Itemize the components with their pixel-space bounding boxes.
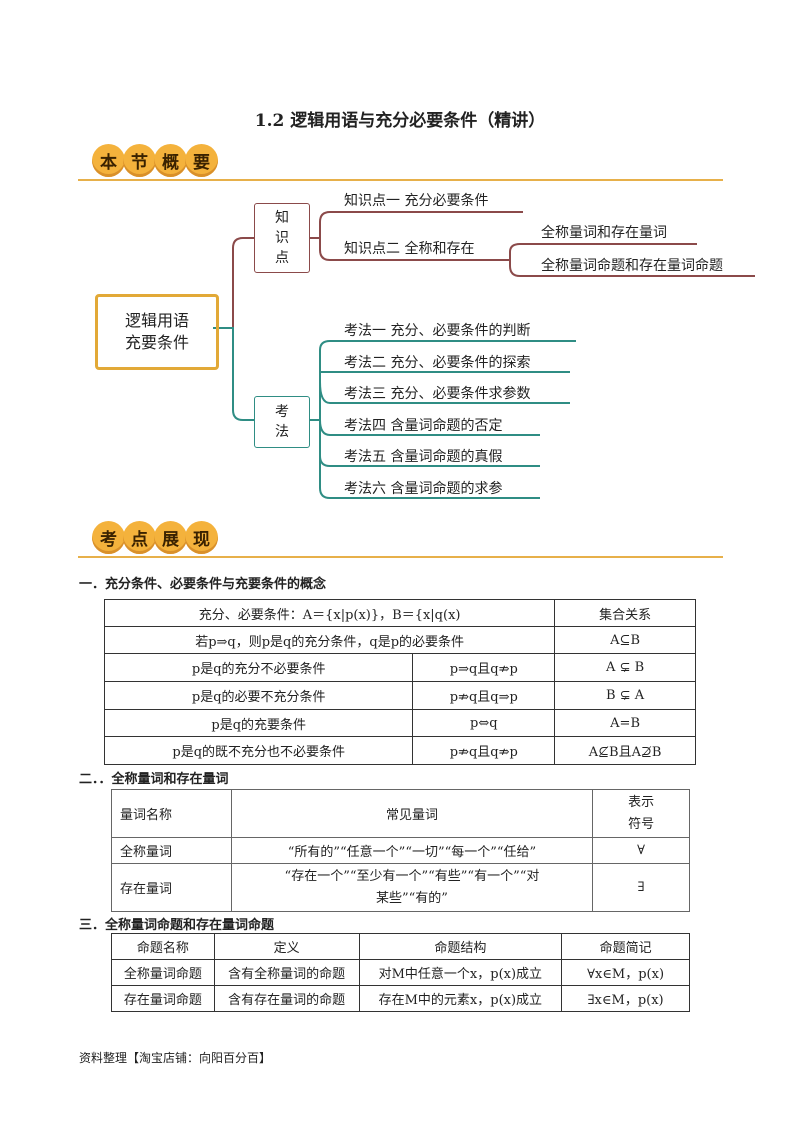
table-row: 命题名称 定义 命题结构 命题简记 [111, 933, 690, 960]
table-cell: 存在量词命题 [111, 985, 215, 1012]
banner-rule [78, 179, 723, 181]
footer-note: 资料整理【淘宝店铺：向阳百分百】 [79, 1051, 272, 1065]
table-header-cell: 命题结构 [358, 933, 563, 960]
table-header-cell: 命题简记 [561, 933, 690, 960]
table-cell: p是q的必要不充分条件 [103, 681, 414, 710]
table-cell: A⊈B且A⊉B [554, 736, 696, 765]
table-row: 存在量词命题 含有存在量词的命题 存在M中的元素x，p(x)成立 ∃x∈M，p(… [111, 985, 690, 1012]
knowledge-node: 知 识 点 [254, 203, 310, 273]
table-header-cell: 定义 [213, 933, 360, 960]
table-cell: p⇔q [412, 709, 556, 737]
table-cell: 若p⇒q，则p是q的充分条件，q是p的必要条件 [103, 626, 556, 654]
table-cell: “所有的”“任意一个”“一切”“每一个”“任给” [230, 837, 594, 864]
exam-method-node: 考 法 [254, 396, 310, 448]
mindmap-connectors [213, 211, 755, 499]
table-row: 充分、必要条件：A＝{x|p(x)}，B＝{x|q(x) 集合关系 [103, 599, 696, 627]
table-header-cell: 集合关系 [554, 599, 696, 627]
node-char: 考 [275, 404, 289, 420]
method-6: 考法六 含量词命题的求参 [344, 481, 503, 497]
table-cell: 存在量词 [111, 863, 232, 912]
table-cell: “存在一个”“至少有一个”“有些”“有一个”“对 某些”“有的” [230, 863, 594, 912]
table-cell: p⇒q且q⇏p [412, 653, 556, 682]
banner-char: 展 [154, 521, 187, 554]
quantifier-table: 量词名称 常见量词 表示 符号 全称量词 “所有的”“任意一个”“一切”“每一个… [111, 789, 690, 912]
banner-rule [78, 556, 723, 558]
table-cell: ∀ [592, 837, 690, 864]
quantified-proposition-table: 命题名称 定义 命题结构 命题简记 全称量词命题 含有全称量词的命题 对M中任意… [111, 933, 690, 1012]
knowledge-point-1: 知识点一 充分必要条件 [344, 193, 489, 209]
banner-char: 概 [154, 144, 187, 177]
section-heading-1: 一．充分条件、必要条件与充要条件的概念 [79, 577, 327, 592]
table-cell: p是q的充分不必要条件 [103, 653, 414, 682]
banner-char: 考 [92, 521, 125, 554]
table-cell: 全称量词 [111, 837, 232, 864]
table-cell: ∃ [592, 863, 690, 912]
page-title: 1.2 逻辑用语与充分必要条件（精讲） [254, 111, 546, 131]
table-cell: p是q的既不充分也不必要条件 [103, 736, 414, 765]
table-cell: p⇏q且q⇒p [412, 681, 556, 710]
knowledge-sub-2: 全称量词命题和存在量词命题 [541, 258, 723, 274]
central-line: 逻辑用语 [124, 311, 189, 330]
section-banner-overview: 本 节 概 要 [78, 144, 723, 184]
method-2: 考法二 充分、必要条件的探索 [344, 355, 531, 371]
table-row: 若p⇒q，则p是q的充分条件，q是p的必要条件 A⊆B [103, 626, 696, 654]
table-header-cell: 表示 符号 [592, 789, 690, 838]
table-header-cell: 充分、必要条件：A＝{x|p(x)}，B＝{x|q(x) [103, 599, 556, 627]
table-header-cell: 常见量词 [230, 789, 594, 838]
table-cell: A=B [554, 709, 696, 737]
node-char: 识 [275, 230, 289, 246]
table-cell: 存在M中的元素x，p(x)成立 [358, 985, 563, 1012]
mindmap-central-node: 逻辑用语 充要条件 [95, 294, 219, 370]
node-char: 知 [275, 210, 289, 226]
table-cell: p是q的充要条件 [103, 709, 414, 737]
conditions-table: 充分、必要条件：A＝{x|p(x)}，B＝{x|q(x) 集合关系 若p⇒q，则… [103, 599, 696, 765]
section-heading-2: 二．．全称量词和存在量词 [79, 772, 229, 787]
knowledge-sub-1: 全称量词和存在量词 [541, 225, 667, 241]
table-cell: p⇏q且q⇏p [412, 736, 556, 765]
node-char: 法 [275, 424, 289, 440]
table-row: p是q的既不充分也不必要条件 p⇏q且q⇏p A⊈B且A⊉B [103, 736, 696, 765]
table-row: p是q的必要不充分条件 p⇏q且q⇒p B ⊊ A [103, 681, 696, 710]
banner-char: 节 [123, 144, 156, 177]
banner-char: 要 [185, 144, 218, 177]
table-row: 存在量词 “存在一个”“至少有一个”“有些”“有一个”“对 某些”“有的” ∃ [111, 863, 690, 912]
table-header-cell: 量词名称 [111, 789, 232, 838]
table-cell: 含有全称量词的命题 [213, 959, 360, 986]
method-1: 考法一 充分、必要条件的判断 [344, 323, 531, 339]
table-cell: 对M中任意一个x，p(x)成立 [358, 959, 563, 986]
method-4: 考法四 含量词命题的否定 [344, 418, 503, 434]
table-row: p是q的充分不必要条件 p⇒q且q⇏p A ⊊ B [103, 653, 696, 682]
banner-char: 现 [185, 521, 218, 554]
header-line: 表示 [628, 794, 655, 810]
section-banner-exam-points: 考 点 展 现 [78, 521, 723, 561]
header-line: 符号 [628, 816, 655, 832]
table-cell: 含有存在量词的命题 [213, 985, 360, 1012]
cell-line: “存在一个”“至少有一个”“有些”“有一个”“对 [284, 868, 540, 884]
banner-char: 本 [92, 144, 125, 177]
knowledge-point-2: 知识点二 全称和存在 [344, 241, 475, 257]
table-row: 全称量词 “所有的”“任意一个”“一切”“每一个”“任给” ∀ [111, 837, 690, 864]
banner-char: 点 [123, 521, 156, 554]
table-cell: B ⊊ A [554, 681, 696, 710]
table-header-cell: 命题名称 [111, 933, 215, 960]
cell-line: 某些”“有的” [375, 890, 448, 906]
node-char: 点 [275, 250, 289, 266]
central-line: 充要条件 [124, 333, 189, 352]
table-cell: ∀x∈M，p(x) [561, 959, 690, 986]
table-cell: A⊆B [554, 626, 696, 654]
table-row: 量词名称 常见量词 表示 符号 [111, 789, 690, 838]
table-cell: 全称量词命题 [111, 959, 215, 986]
section-heading-3: 三．全称量词命题和存在量词命题 [79, 918, 275, 933]
method-5: 考法五 含量词命题的真假 [344, 449, 503, 465]
method-3: 考法三 充分、必要条件求参数 [344, 386, 531, 402]
table-cell: ∃x∈M，p(x) [561, 985, 690, 1012]
table-row: p是q的充要条件 p⇔q A=B [103, 709, 696, 737]
table-row: 全称量词命题 含有全称量词的命题 对M中任意一个x，p(x)成立 ∀x∈M，p(… [111, 959, 690, 986]
table-cell: A ⊊ B [554, 653, 696, 682]
